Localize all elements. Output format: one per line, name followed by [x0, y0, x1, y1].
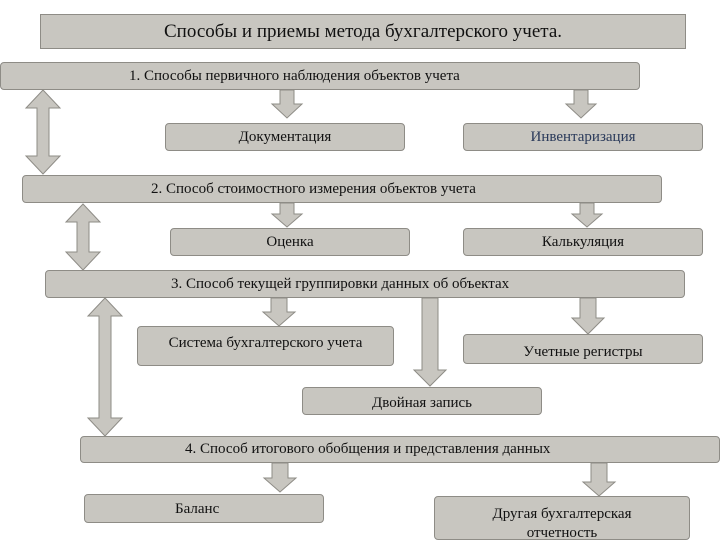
node-inventory: Инвентаризация	[463, 123, 703, 151]
level-2-box: 2. Способ стоимостного измерения объекто…	[22, 175, 662, 203]
arrow-l2-costing	[570, 202, 604, 228]
diagram-title: Способы и приемы метода бухгалтерского у…	[40, 14, 686, 49]
node-inventory-label: Инвентаризация	[530, 128, 636, 145]
level-4-label: 4. Способ итогового обобщения и представ…	[185, 441, 551, 457]
level-1-label: 1. Способы первичного наблюдения объекто…	[129, 67, 460, 84]
node-valuation: Оценка	[170, 228, 410, 256]
level-1-box: 1. Способы первичного наблюдения объекто…	[0, 62, 640, 90]
node-balance-label: Баланс	[175, 501, 220, 517]
node-costing: Калькуляция	[463, 228, 703, 256]
arrow-l4-other	[581, 462, 617, 497]
arrow-l1-documentation	[270, 89, 304, 119]
node-valuation-label: Оценка	[266, 233, 314, 250]
level-3-box: 3. Способ текущей группировки данных об …	[45, 270, 685, 298]
double-arrow-l2-l3	[64, 203, 102, 271]
double-arrow-l3-l4	[86, 297, 124, 437]
node-other-reporting: Другая бухгалтерская отчетность	[434, 496, 690, 540]
node-double-entry: Двойная запись	[302, 387, 542, 415]
arrow-l1-inventory	[564, 89, 598, 119]
arrow-l4-balance	[262, 462, 298, 493]
double-arrow-l1-l2	[24, 89, 62, 175]
node-registers: Учетные регистры	[463, 334, 703, 364]
diagram-title-text: Способы и приемы метода бухгалтерского у…	[164, 20, 562, 42]
node-documentation: Документация	[165, 123, 405, 151]
arrow-l3-registers	[570, 297, 606, 335]
node-accounting-system: Система бухгалтерского учета	[137, 326, 394, 366]
arrow-l3-double-entry	[412, 297, 448, 387]
node-balance: Баланс	[84, 494, 324, 523]
node-costing-label: Калькуляция	[541, 233, 625, 250]
node-registers-label: Учетные регистры	[523, 344, 643, 360]
node-double-entry-label: Двойная запись	[371, 395, 472, 411]
level-3-label: 3. Способ текущей группировки данных об …	[171, 275, 510, 292]
level-2-label: 2. Способ стоимостного измерения объекто…	[151, 180, 476, 197]
arrow-l2-valuation	[270, 202, 304, 228]
node-other-reporting-label: Другая бухгалтерская отчетность	[492, 506, 632, 540]
arrow-l3-system	[261, 297, 297, 327]
level-4-box: 4. Способ итогового обобщения и представ…	[80, 436, 720, 463]
node-documentation-label: Документация	[238, 128, 332, 145]
node-accounting-system-label: Система бухгалтерского учета	[168, 335, 363, 351]
